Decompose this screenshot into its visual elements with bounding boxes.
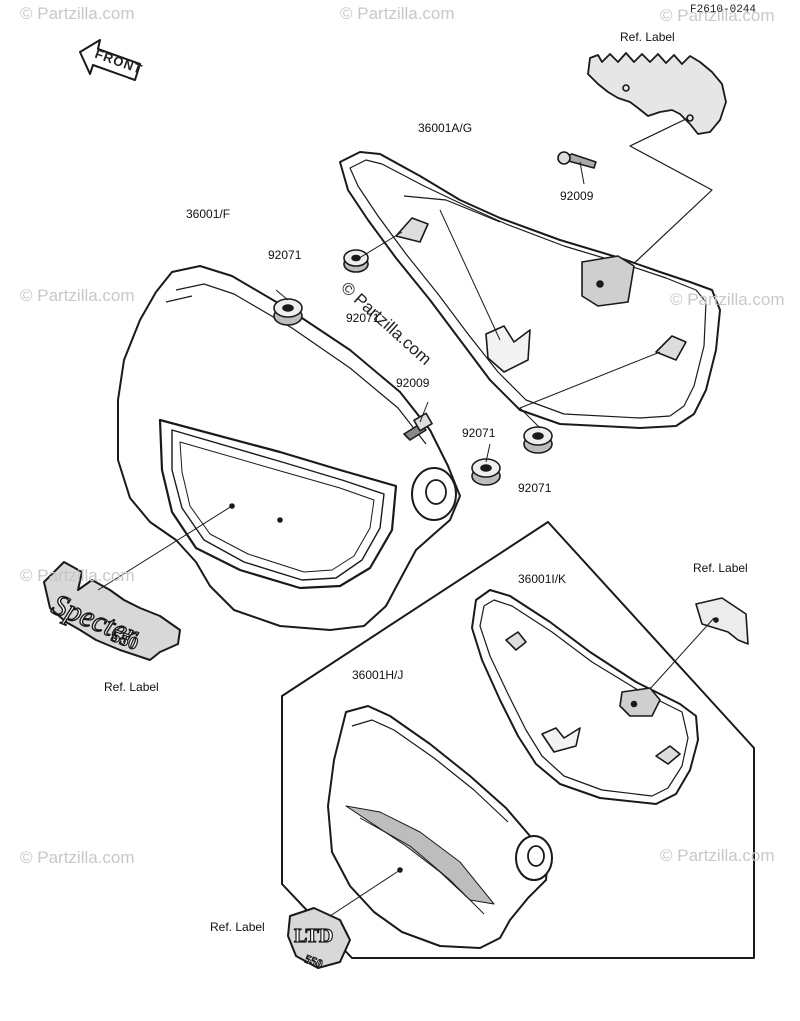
watermark: © Partzilla.com	[340, 4, 455, 23]
bolt-92009-top-icon	[557, 151, 597, 169]
side-cover-36001ag	[339, 151, 721, 429]
leader-92071-left	[275, 289, 289, 301]
part-label-36001ik: 36001I/K	[518, 572, 567, 586]
part-label-92009-top: 92009	[560, 189, 594, 203]
ref-label-right: Ref. Label	[693, 561, 748, 575]
ltd-emblem-text: LTD	[294, 925, 333, 947]
bolt-92009-mid-icon	[403, 412, 433, 441]
part-label-92071-c: 92071	[462, 426, 496, 440]
part-label-92009-mid: 92009	[396, 376, 430, 390]
watermark: © Partzilla.com	[20, 848, 135, 867]
leader-92009-mid	[419, 401, 429, 423]
part-label-92071-d: 92071	[518, 481, 552, 495]
grommet-92071-left-icon	[273, 298, 303, 326]
grommet-92071-right-icon	[523, 426, 553, 454]
watermark: © Partzilla.com	[20, 286, 135, 305]
side-cover-36001hj	[327, 705, 553, 949]
leader-ref-right	[639, 617, 715, 701]
watermark: © Partzilla.com	[670, 290, 785, 309]
leader-92009-top	[579, 161, 585, 185]
grommet-92071-upper-icon	[343, 249, 369, 273]
part-label-36001ag: 36001A/G	[418, 121, 473, 135]
grommet-92071-center-icon	[471, 458, 501, 486]
ref-label-right-decal-icon	[695, 597, 749, 645]
watermark: © Partzilla.com	[660, 6, 775, 25]
ref-label-top: Ref. Label	[620, 30, 675, 44]
ltd-emblem-icon: LTD 550	[287, 907, 351, 971]
leader-specter	[97, 505, 233, 591]
side-cover-36001ik	[471, 589, 699, 805]
ref-label-left: Ref. Label	[104, 680, 159, 694]
part-label-36001hj: 36001H/J	[352, 668, 404, 682]
watermark: © Partzilla.com	[20, 4, 135, 23]
ref-label-bottom: Ref. Label	[210, 920, 265, 934]
part-label-36001f: 36001/F	[186, 207, 231, 221]
ref-label-top-decal-icon	[587, 52, 727, 135]
lower-group-frame	[281, 521, 755, 959]
drawing-code: F2610-0244	[690, 4, 757, 16]
leader-cover-upper	[439, 209, 501, 341]
part-label-92071-a: 92071	[268, 248, 302, 262]
leader-92071-c	[485, 443, 491, 463]
front-arrow-icon	[79, 39, 141, 81]
watermark: © Partzilla.com	[660, 846, 775, 865]
part-label-92071-b: 92071	[346, 311, 380, 325]
watermark: © Partzilla.com	[20, 566, 135, 585]
ltd-emblem-cc: 550	[303, 952, 325, 971]
leader-ref-top	[609, 117, 713, 287]
side-cover-36001f	[117, 265, 461, 631]
leader-ltd	[329, 869, 401, 917]
leader-grommet	[355, 231, 403, 261]
leader-92071-a	[519, 351, 661, 429]
